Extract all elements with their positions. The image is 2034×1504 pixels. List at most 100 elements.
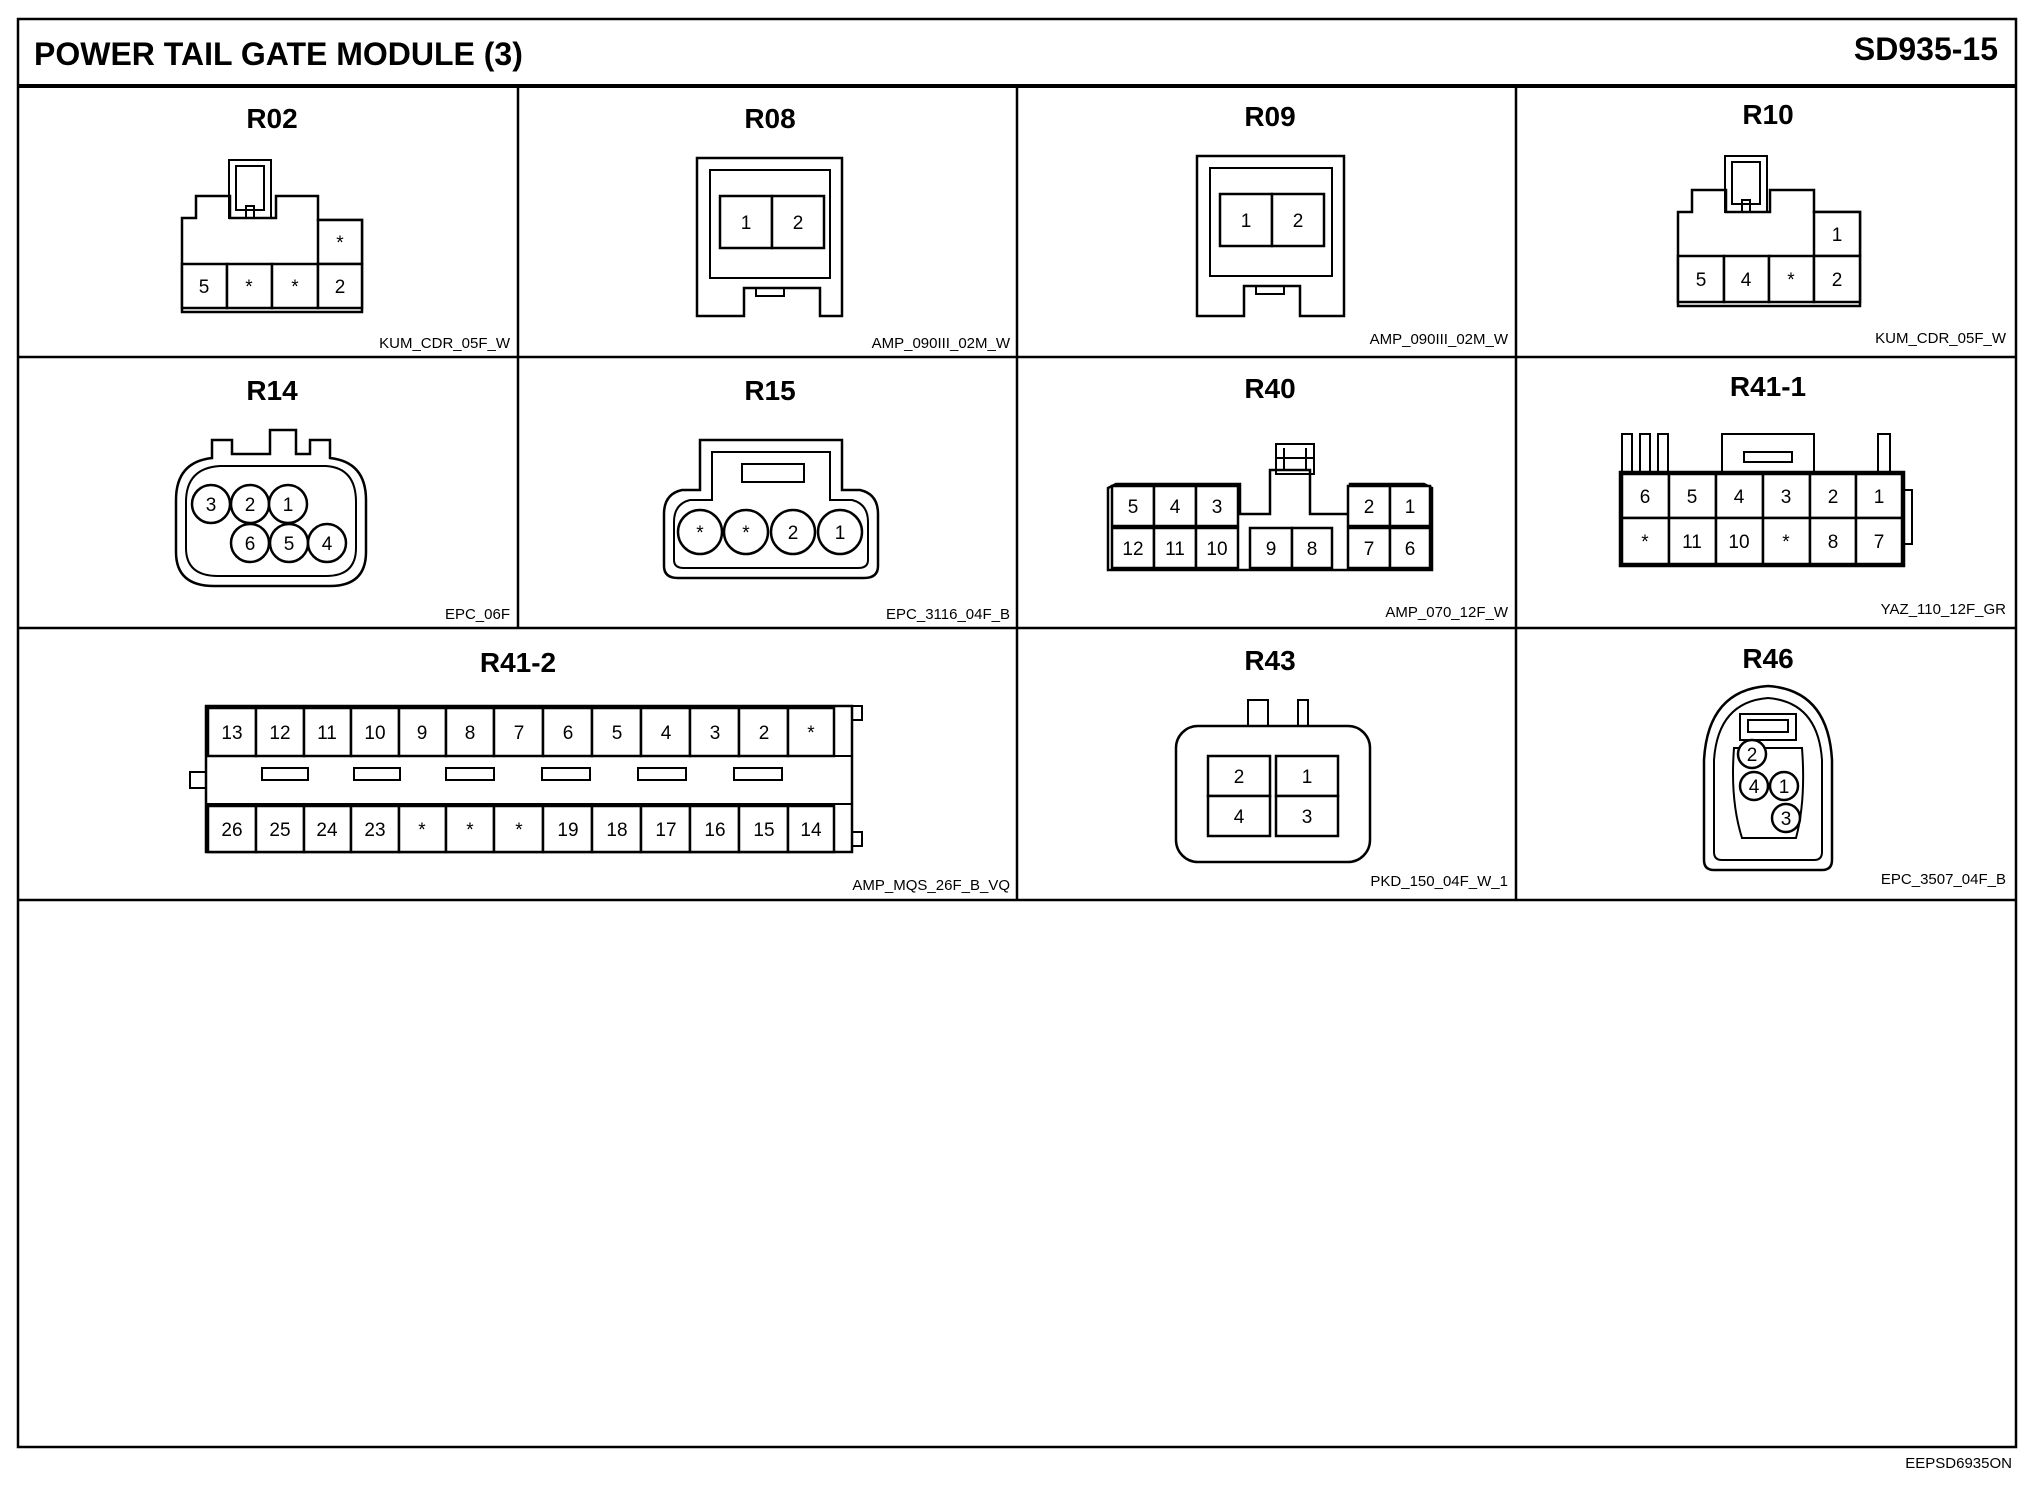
connector-code: AMP_MQS_26F_B_VQ	[852, 877, 1010, 894]
pin-cell	[639, 804, 692, 854]
pin-cell	[302, 804, 353, 854]
pin-label: 1	[283, 495, 294, 516]
pin-label: 5	[612, 723, 623, 744]
connector-r43: R43 2 1 4 3 PKD_150_04F_W_1	[1174, 645, 1508, 890]
connector-name: R02	[246, 103, 297, 134]
pin-label: 2	[759, 723, 770, 744]
pin-label: 2	[245, 495, 256, 516]
pin-label: *	[418, 820, 426, 841]
connector-name: R10	[1742, 99, 1793, 130]
pin-cell	[541, 804, 594, 854]
connector-code: YAZ_110_12F_GR	[1881, 601, 2007, 618]
pin-label: 1	[741, 213, 752, 234]
pin-label: 26	[221, 820, 242, 841]
pin-label: 24	[316, 820, 338, 841]
pin-label: 14	[800, 820, 822, 841]
pin-label: 3	[710, 723, 721, 744]
pin-label: 5	[199, 277, 210, 298]
connector-code: AMP_070_12F_W	[1385, 604, 1508, 621]
pin-label: 2	[788, 523, 799, 544]
pin-cell	[688, 706, 741, 758]
pin-cell	[590, 706, 643, 758]
pin-label: 4	[1170, 497, 1181, 518]
connector-name: R43	[1244, 645, 1295, 676]
pin-label: 2	[1234, 767, 1245, 788]
connector-name: R41-1	[1730, 371, 1806, 402]
sheet-frame	[16, 17, 2018, 1449]
pin-label: 1	[1241, 211, 1252, 232]
pin-label: 8	[465, 723, 476, 744]
pin-label: 8	[1307, 539, 1318, 560]
pin-cell	[786, 706, 836, 758]
connector-name: R46	[1742, 643, 1793, 674]
connector-code: EPC_06F	[445, 606, 510, 623]
pin-label: 9	[417, 723, 428, 744]
connector-code: AMP_090III_02M_W	[1370, 331, 1509, 348]
connector-code: PKD_150_04F_W_1	[1370, 873, 1508, 890]
connector-r40: R40 5 4 3 2 1 12 11 10 9 8 7 6 AMP_070_1…	[1106, 373, 1509, 621]
pin-label: 3	[206, 495, 217, 516]
pin-label: *	[696, 523, 704, 544]
pin-label: 5	[1696, 270, 1707, 291]
pin-label: 3	[1781, 487, 1792, 508]
connector-code: KUM_CDR_05F_W	[1875, 330, 2007, 347]
footer-code: EEPSD6935ON	[1905, 1455, 2012, 1472]
pin-cell	[639, 706, 692, 758]
pin-label: 1	[1832, 225, 1843, 246]
pin-label: 9	[1266, 539, 1277, 560]
pin-label: 16	[704, 820, 725, 841]
pin-label: 2	[793, 213, 804, 234]
pin-label: 10	[1206, 539, 1227, 560]
connector-r10: R10 1 5 4 * 2 KUM_CDR_05F_W	[1676, 99, 2007, 347]
pin-label: *	[291, 277, 299, 298]
pin-label: 2	[335, 277, 346, 298]
pin-label: 18	[606, 820, 627, 841]
pin-label: *	[1787, 270, 1795, 291]
pin-label: 1	[1405, 497, 1416, 518]
pin-cell	[541, 706, 594, 758]
pin-label: 6	[1640, 487, 1651, 508]
pin-label: 1	[1779, 777, 1790, 798]
connector-name: R08	[744, 103, 795, 134]
pin-label: 5	[1687, 487, 1698, 508]
pin-label: 17	[655, 820, 676, 841]
pin-label: *	[1641, 532, 1649, 553]
pin-label: 4	[661, 723, 672, 744]
pin-label: *	[336, 233, 344, 254]
pin-label: 6	[563, 723, 574, 744]
pin-label: 5	[1128, 497, 1139, 518]
pin-label: 8	[1828, 532, 1839, 553]
connector-name: R41-2	[480, 647, 556, 678]
pin-label: 1	[1874, 487, 1885, 508]
pin-cell	[254, 804, 306, 854]
pin-label: 6	[1405, 539, 1416, 560]
pin-label: *	[466, 820, 474, 841]
pin-label: 2	[1364, 497, 1375, 518]
pin-cell	[444, 706, 496, 758]
pin-label: 12	[1122, 539, 1143, 560]
pin-label: 19	[557, 820, 578, 841]
pin-label: *	[245, 277, 253, 298]
pin-label: 15	[753, 820, 774, 841]
connector-r09: R09 1 2 AMP_090III_02M_W	[1195, 101, 1509, 348]
pin-label: 10	[364, 723, 385, 744]
pin-label: *	[515, 820, 523, 841]
pin-label: 3	[1302, 807, 1313, 828]
pin-label: 4	[1749, 777, 1760, 798]
connector-r15: R15 * * 2 1 EPC_3116_04F_B	[662, 375, 1010, 623]
connector-r46: R46 2 4 1 3 EPC_3507_04F_B	[1702, 643, 2006, 888]
connector-name: R14	[246, 375, 298, 406]
connector-name: R40	[1244, 373, 1295, 404]
pin-label: 4	[322, 534, 333, 555]
connector-code: KUM_CDR_05F_W	[379, 335, 511, 352]
pin-label: 3	[1212, 497, 1223, 518]
pin-label: *	[807, 723, 815, 744]
pin-label: 7	[1874, 532, 1885, 553]
pin-label: 2	[1747, 745, 1758, 766]
pin-label: 12	[269, 723, 290, 744]
connector-code: AMP_090III_02M_W	[872, 335, 1011, 352]
pin-label: 11	[1682, 532, 1702, 553]
pin-label: 4	[1741, 270, 1752, 291]
connector-name: R15	[744, 375, 795, 406]
